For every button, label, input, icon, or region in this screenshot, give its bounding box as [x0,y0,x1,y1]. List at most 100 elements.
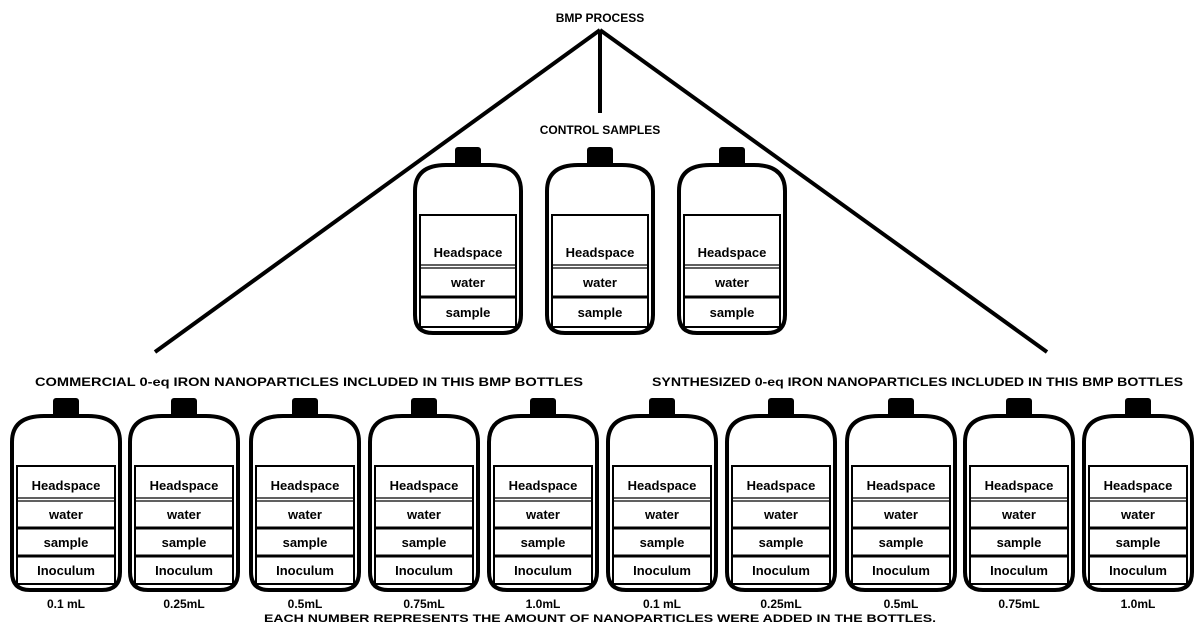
layer-label-sample: sample [402,535,447,550]
layer-label-water: water [48,507,83,522]
control-bottles: HeadspacewatersampleHeadspacewatersample… [413,147,787,335]
layer-label-sample: sample [578,305,623,320]
layer-label-water: water [166,507,201,522]
liquid-box [612,465,712,585]
bottle-cap [587,147,613,167]
bottle-body [606,414,718,592]
layer-label-headspace: Headspace [1104,478,1173,493]
bottle-cap [411,398,437,418]
liquid-box [1088,465,1188,585]
bottle-body [725,414,837,592]
layer-label-sample: sample [1116,535,1161,550]
amount-label: 0.25mL [163,597,204,611]
commercial-heading: COMMERCIAL 0-eq IRON NANOPARTICLES INCLU… [35,375,583,389]
amount-label: 0.1 mL [47,597,85,611]
layer-label-water: water [582,275,617,290]
layer-label-headspace: Headspace [150,478,219,493]
layer-label-headspace: Headspace [271,478,340,493]
liquid-box [683,214,781,328]
layer-label-headspace: Headspace [509,478,578,493]
layer-label-headspace: Headspace [628,478,697,493]
layer-label-inoculum: Inoculum [276,563,334,578]
layer-label-water: water [287,507,322,522]
bottle-cap [768,398,794,418]
layer-label-headspace: Headspace [747,478,816,493]
bottle-cap [292,398,318,418]
layer-label-water: water [763,507,798,522]
layer-label-headspace: Headspace [32,478,101,493]
liquid-box [419,214,517,328]
layer-label-sample: sample [446,305,491,320]
layer-label-water: water [1001,507,1036,522]
bottle-body [677,163,787,335]
bottle-body [368,414,480,592]
layer-label-headspace: Headspace [566,245,635,260]
amount-label: 0.5mL [884,597,919,611]
layer-label-sample: sample [997,535,1042,550]
layer-label-inoculum: Inoculum [872,563,930,578]
liquid-box [374,465,474,585]
liquid-box [731,465,831,585]
amount-label: 0.5mL [288,597,323,611]
bottle-cap [719,147,745,167]
layer-label-inoculum: Inoculum [990,563,1048,578]
bottle-body [845,414,957,592]
layer-label-inoculum: Inoculum [752,563,810,578]
footnote: EACH NUMBER REPRESENTS THE AMOUNT OF NAN… [264,613,936,625]
bottle-body [249,414,361,592]
amount-label: 0.75mL [403,597,444,611]
bottle-body [487,414,599,592]
bottle-body [963,414,1075,592]
layer-label-water: water [644,507,679,522]
bottle-body [545,163,655,335]
layer-label-sample: sample [710,305,755,320]
layer-label-sample: sample [879,535,924,550]
layer-label-inoculum: Inoculum [37,563,95,578]
amount-label: 0.75mL [998,597,1039,611]
layer-label-water: water [406,507,441,522]
layer-label-water: water [525,507,560,522]
bottle-cap [53,398,79,418]
layer-label-headspace: Headspace [867,478,936,493]
bottle-body [1082,414,1194,592]
bottle-groups: HeadspacewatersampleHeadspacewatersample… [10,147,1194,611]
layer-label-sample: sample [44,535,89,550]
amount-label: 0.25mL [760,597,801,611]
liquid-box [16,465,116,585]
layer-label-sample: sample [521,535,566,550]
diagram-title: BMP PROCESS [556,11,644,25]
connector-right [598,28,1049,354]
bottle-cap [649,398,675,418]
layer-label-sample: sample [759,535,804,550]
liquid-box [134,465,234,585]
layer-label-water: water [1120,507,1155,522]
layer-label-sample: sample [283,535,328,550]
bottle-cap [455,147,481,167]
layer-label-water: water [714,275,749,290]
bottle-body [413,163,523,335]
liquid-box [969,465,1069,585]
layer-label-inoculum: Inoculum [514,563,572,578]
layer-label-sample: sample [640,535,685,550]
layer-label-headspace: Headspace [390,478,459,493]
layer-label-water: water [450,275,485,290]
bottle-cap [1006,398,1032,418]
liquid-box [255,465,355,585]
control-heading: CONTROL SAMPLES [540,123,660,137]
synthesized-heading: SYNTHESIZED 0-eq IRON NANOPARTICLES INCL… [652,375,1183,389]
layer-label-sample: sample [162,535,207,550]
bottle-cap [530,398,556,418]
amount-label: 1.0mL [526,597,561,611]
bottle: Headspace water sample [545,147,655,335]
connector-lines [153,28,1049,354]
